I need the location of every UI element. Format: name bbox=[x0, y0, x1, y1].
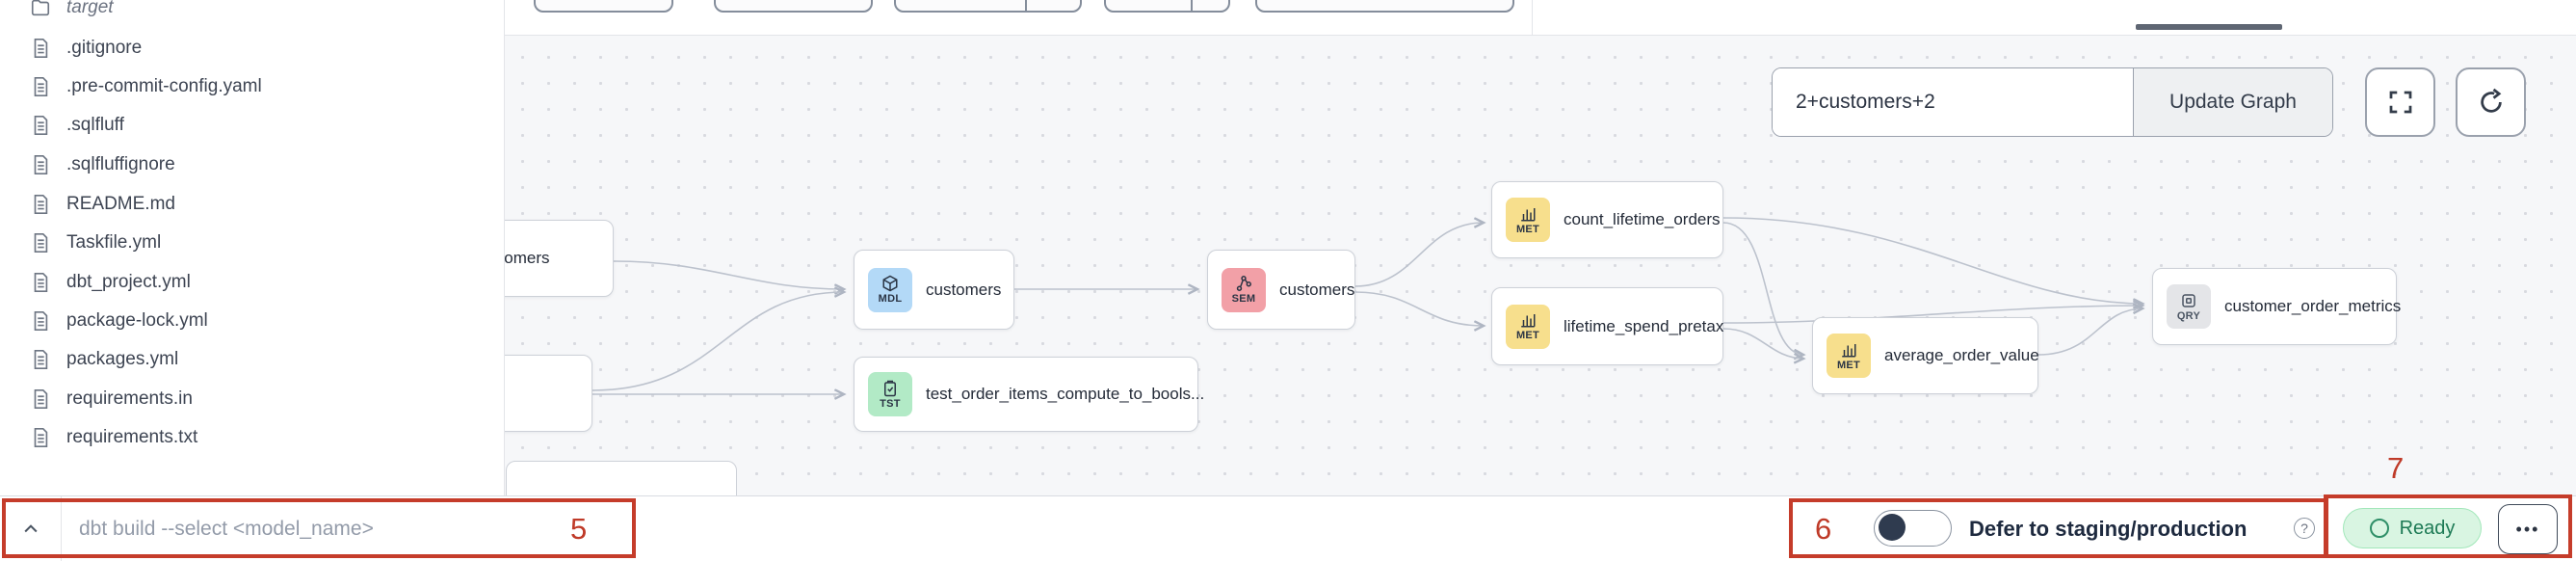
file-row-pre-commit-config[interactable]: .pre-commit-config.yaml bbox=[0, 67, 504, 106]
file-row-target[interactable]: target bbox=[0, 0, 504, 27]
file-row-readme[interactable]: README.md bbox=[0, 185, 504, 224]
node-count-lifetime-orders[interactable]: MET count_lifetime_orders bbox=[1491, 181, 1723, 258]
node-customers-semantic[interactable]: SEM customers bbox=[1207, 250, 1355, 330]
fullscreen-button[interactable] bbox=[2365, 67, 2435, 137]
file-row-sqlfluffignore[interactable]: .sqlfluffignore bbox=[0, 146, 504, 184]
file-icon bbox=[34, 116, 48, 135]
more-options-button[interactable]: ••• bbox=[2498, 504, 2558, 554]
defer-toggle[interactable] bbox=[1874, 510, 1952, 547]
partial-node[interactable] bbox=[506, 461, 737, 496]
file-icon bbox=[34, 273, 48, 292]
update-graph-button[interactable]: Update Graph bbox=[2133, 68, 2332, 136]
node-customers-model[interactable]: MDL customers bbox=[854, 250, 1014, 330]
node-lifetime-spend-pretax[interactable]: MET lifetime_spend_pretax bbox=[1491, 287, 1723, 365]
file-icon bbox=[34, 195, 48, 214]
node-test-order-items[interactable]: TST test_order_items_compute_to_bools... bbox=[854, 357, 1204, 432]
file-icon bbox=[34, 155, 48, 174]
node-label: count_lifetime_orders bbox=[1564, 210, 1721, 228]
refresh-icon bbox=[2480, 88, 2502, 113]
node-label: lifetime_spend_pretax bbox=[1564, 316, 1724, 335]
node-label: test_order_items_compute_to_bools... bbox=[926, 385, 1205, 403]
status-badge[interactable]: Ready bbox=[2343, 508, 2482, 548]
toolbar-split-button[interactable] bbox=[894, 0, 1082, 13]
file-row-requirements-txt[interactable]: requirements.txt bbox=[0, 418, 504, 457]
file-row-package-lock[interactable]: package-lock.yml bbox=[0, 302, 504, 340]
file-row-dbt-project[interactable]: dbt_project.yml bbox=[0, 263, 504, 302]
file-icon bbox=[34, 311, 48, 331]
help-icon[interactable]: ? bbox=[2294, 518, 2315, 539]
node-label: customers bbox=[926, 280, 1002, 299]
node-customer-order-metrics[interactable]: QRY customer_order_metrics bbox=[2152, 268, 2401, 345]
saved-query-icon: QRY bbox=[2167, 284, 2211, 329]
test-icon: TST bbox=[868, 372, 912, 416]
graph-selector-input[interactable] bbox=[1773, 68, 2133, 136]
refresh-button[interactable] bbox=[2456, 67, 2526, 137]
toolbar-split-button[interactable] bbox=[1104, 0, 1230, 13]
folder-icon bbox=[31, 0, 50, 16]
status-circle-icon bbox=[2369, 519, 2389, 538]
node-average-order-value[interactable]: MET average_order_value bbox=[1812, 317, 2039, 394]
toolbar-button[interactable] bbox=[1255, 0, 1514, 13]
command-bar: Defer to staging/production ? Ready ••• bbox=[0, 495, 2576, 561]
command-input[interactable] bbox=[77, 508, 543, 550]
file-row-taskfile[interactable]: Taskfile.yml bbox=[0, 224, 504, 262]
file-row-packages[interactable]: packages.yml bbox=[0, 340, 504, 379]
file-row-gitignore[interactable]: .gitignore bbox=[0, 29, 504, 67]
chevron-up-icon bbox=[23, 523, 38, 532]
semantic-model-icon: SEM bbox=[1222, 267, 1266, 312]
file-row-requirements-in[interactable]: requirements.in bbox=[0, 380, 504, 418]
defer-label: Defer to staging/production bbox=[1969, 516, 2247, 541]
toolbar-divider bbox=[1532, 0, 1533, 35]
top-toolbar bbox=[504, 0, 2576, 36]
toolbar-button[interactable] bbox=[534, 0, 673, 13]
file-icon bbox=[34, 350, 48, 369]
node-label: customers bbox=[1279, 280, 1355, 299]
node-label: average_order_value bbox=[1884, 346, 2039, 364]
node-label: customer_order_metrics bbox=[2224, 297, 2402, 315]
file-row-sqlfluff[interactable]: .sqlfluff bbox=[0, 106, 504, 145]
graph-selector: Update Graph bbox=[1772, 67, 2333, 137]
collapse-panel-button[interactable] bbox=[0, 496, 62, 561]
toggle-knob bbox=[1879, 514, 1906, 541]
metric-icon: MET bbox=[1506, 198, 1550, 242]
model-icon: MDL bbox=[868, 267, 912, 312]
fullscreen-icon bbox=[2389, 91, 2411, 114]
file-icon bbox=[34, 389, 48, 409]
active-tab-indicator bbox=[2136, 24, 2282, 30]
file-icon bbox=[34, 77, 48, 96]
file-explorer: target .gitignore .pre-commit-config.yam… bbox=[0, 0, 505, 496]
toolbar-button[interactable] bbox=[714, 0, 873, 13]
metric-icon: MET bbox=[1506, 304, 1550, 349]
file-icon bbox=[34, 39, 48, 58]
file-icon bbox=[34, 428, 48, 447]
metric-icon: MET bbox=[1827, 334, 1871, 378]
file-icon bbox=[34, 233, 48, 253]
